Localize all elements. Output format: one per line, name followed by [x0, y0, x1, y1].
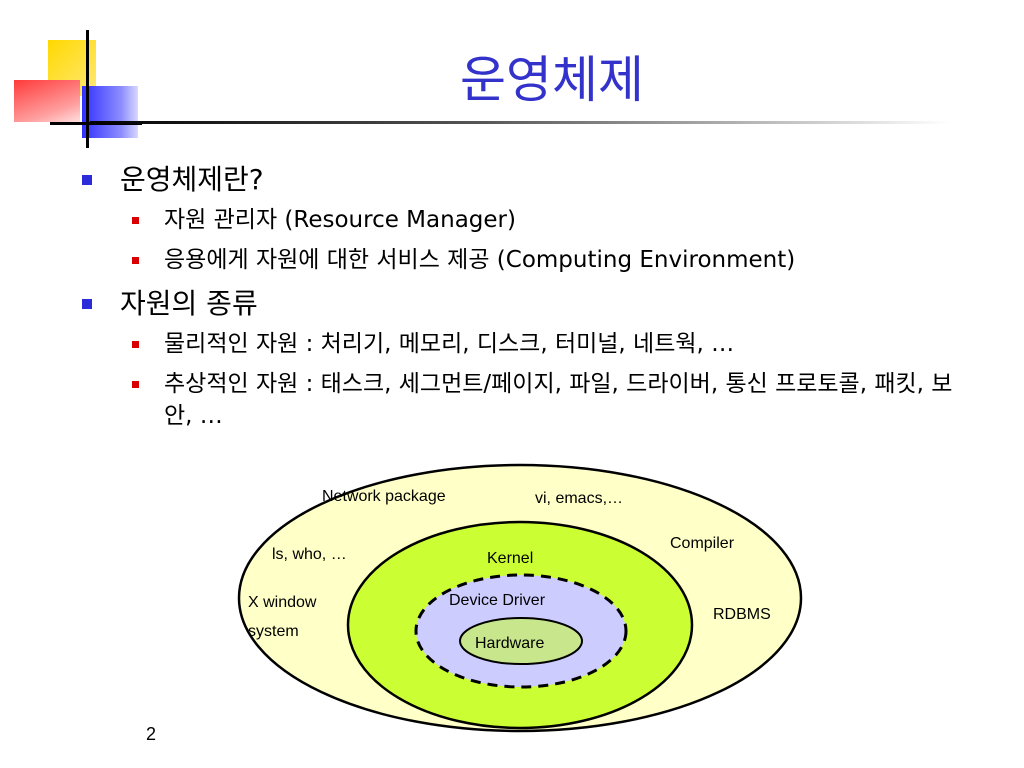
bullet-text: 운영체제란?	[120, 163, 264, 196]
label-device-driver: Device Driver	[449, 592, 546, 609]
bullet-text: 물리적인 자원 : 처리기, 메모리, 디스크, 터미널, 네트웍, …	[164, 331, 735, 357]
bullet-text: 자원 관리자 (Resource Manager)	[164, 207, 516, 233]
bullet-list: 운영체제란? 자원 관리자 (Resource Manager) 응용에게 자원…	[80, 160, 980, 432]
logo-blue-square	[82, 86, 138, 138]
bullet-text: 응용에게 자원에 대한 서비스 제공 (Computing Environmen…	[164, 247, 796, 273]
label-ls-who: ls, who, …	[272, 546, 347, 563]
bullet-level2: 추상적인 자원 : 태스크, 세그먼트/페이지, 파일, 드라이버, 통신 프로…	[80, 368, 980, 432]
label-x-window-system: system	[248, 623, 299, 640]
os-layer-diagram-svg	[237, 463, 803, 733]
os-layer-diagram: Network package vi, emacs,… ls, who, … C…	[236, 462, 806, 734]
bullet-text: 추상적인 자원 : 태스크, 세그먼트/페이지, 파일, 드라이버, 통신 프로…	[164, 371, 953, 429]
title-underline	[90, 121, 950, 124]
bullet-level2: 응용에게 자원에 대한 서비스 제공 (Computing Environmen…	[80, 244, 980, 276]
square-bullet-icon	[132, 257, 139, 264]
slide-content: 운영체제란? 자원 관리자 (Resource Manager) 응용에게 자원…	[80, 160, 980, 440]
square-bullet-icon	[132, 217, 139, 224]
page-number: 2	[146, 724, 157, 744]
hardware-ellipse	[459, 617, 583, 665]
label-vi-emacs: vi, emacs,…	[535, 490, 624, 507]
logo-red-square	[14, 80, 80, 122]
square-bullet-icon	[132, 341, 139, 348]
bullet-level1: 운영체제란?	[80, 160, 980, 200]
label-rdbms: RDBMS	[713, 606, 771, 623]
bullet-level1: 자원의 종류	[80, 284, 980, 324]
bullet-level2: 물리적인 자원 : 처리기, 메모리, 디스크, 터미널, 네트웍, …	[80, 328, 980, 360]
slide-title: 운영체제	[460, 51, 644, 109]
logo-vertical-line	[86, 30, 89, 148]
label-network-package: Network package	[322, 488, 446, 505]
bullet-text: 자원의 종류	[120, 287, 258, 320]
label-compiler: Compiler	[670, 535, 735, 552]
bullet-item: 운영체제란? 자원 관리자 (Resource Manager) 응용에게 자원…	[80, 160, 980, 276]
label-kernel: Kernel	[487, 550, 534, 567]
square-bullet-icon	[82, 299, 92, 309]
slide-logo-decoration	[0, 0, 150, 150]
label-x-window: X window	[248, 594, 317, 611]
bullet-level2: 자원 관리자 (Resource Manager)	[80, 204, 980, 236]
square-bullet-icon	[132, 381, 139, 388]
label-hardware: Hardware	[475, 635, 545, 652]
square-bullet-icon	[82, 175, 92, 185]
bullet-item: 자원의 종류 물리적인 자원 : 처리기, 메모리, 디스크, 터미널, 네트웍…	[80, 284, 980, 432]
